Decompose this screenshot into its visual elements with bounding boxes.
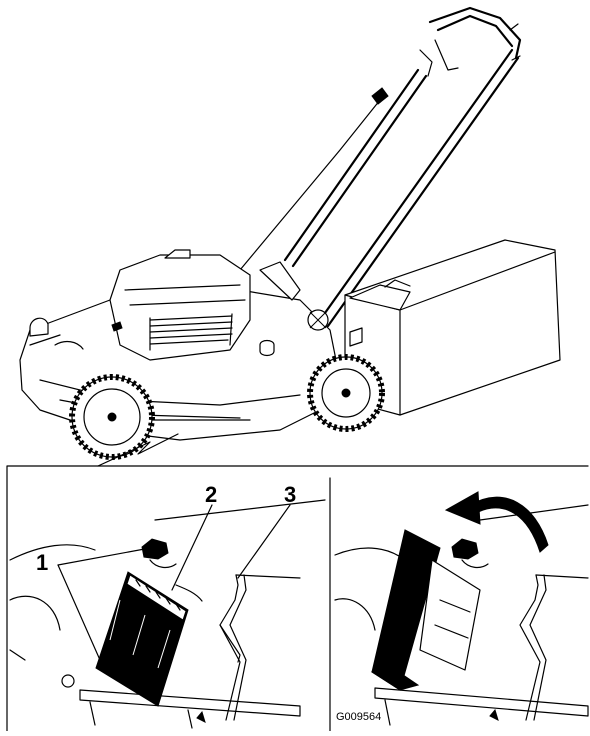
grass-bag [344,239,561,416]
detail-left [9,499,326,729]
rear-wheel [307,354,385,432]
leader-lines-left [57,504,291,661]
handle-knob [307,309,329,331]
callout-3: 3 [284,482,297,507]
deflector-up [370,529,481,691]
mower-overview [19,6,561,467]
mower-handle [239,6,522,328]
chute-side-left [196,574,301,723]
callout-1: 1 [36,550,49,575]
rotate-up-arrow [444,491,549,553]
detail-right [334,491,589,726]
zoom-pointer [97,433,179,467]
detail-frame [6,465,589,732]
deflector-down [95,571,189,707]
callout-2: 2 [205,482,218,507]
front-wheel [69,374,155,460]
figure-id: G009564 [336,711,382,723]
mower-engine [109,249,301,361]
chute-side-right [519,574,589,721]
